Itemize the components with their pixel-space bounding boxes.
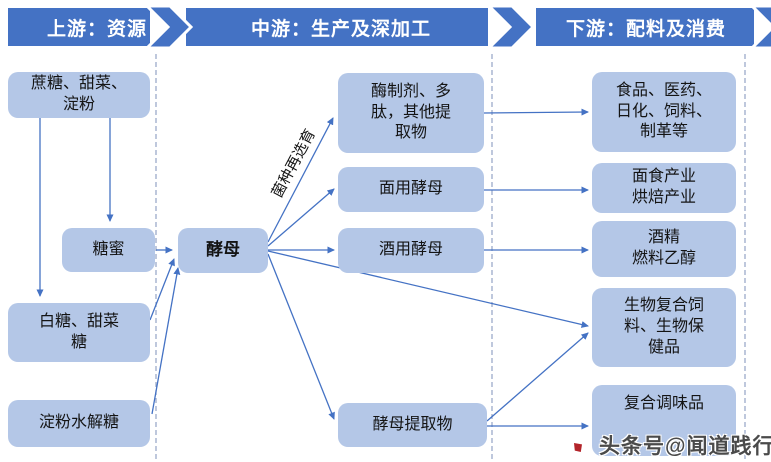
node-white-sugar: 白糖、甜菜 糖: [8, 303, 150, 362]
node-starch-hydrolyzed-sugar: 淀粉水解糖: [8, 400, 150, 447]
node-alcohol-fuel-ethanol: 酒精 燃料乙醇: [592, 221, 736, 277]
banner-midstream: 中游：生产及深加工: [250, 18, 431, 40]
flow-arrows: [36, 108, 589, 430]
node-pasta-baking-industry: 面食产业 烘焙产业: [592, 163, 736, 213]
node-molasses: 糖蜜: [62, 228, 155, 272]
node-compound-seasoning: 复合调味品: [592, 385, 736, 456]
node-yeast: 酵母: [178, 228, 268, 273]
node-raw-materials: 蔗糖、甜菜、 淀粉: [8, 72, 150, 118]
watermark-text: 头条号@闻道践行: [599, 435, 771, 458]
node-bio-feed-health-products: 生物复合饲 料、生物保 健品: [592, 288, 736, 367]
banner-upstream: 上游：资源: [46, 18, 147, 40]
banner-downstream: 下游：配料及消费: [565, 18, 726, 40]
node-food-pharma-applications: 食品、医药、 日化、饲料、 制革等: [592, 72, 736, 152]
node-baking-yeast: 面用酵母: [338, 167, 484, 212]
watermark-logo-icon: [574, 443, 582, 452]
node-enzyme-products: 酶制剂、多 肽，其他提 取物: [338, 73, 484, 153]
node-wine-yeast: 酒用酵母: [338, 228, 484, 273]
process-banner-shapes: [8, 4, 771, 50]
node-yeast-extract: 酵母提取物: [338, 403, 487, 447]
